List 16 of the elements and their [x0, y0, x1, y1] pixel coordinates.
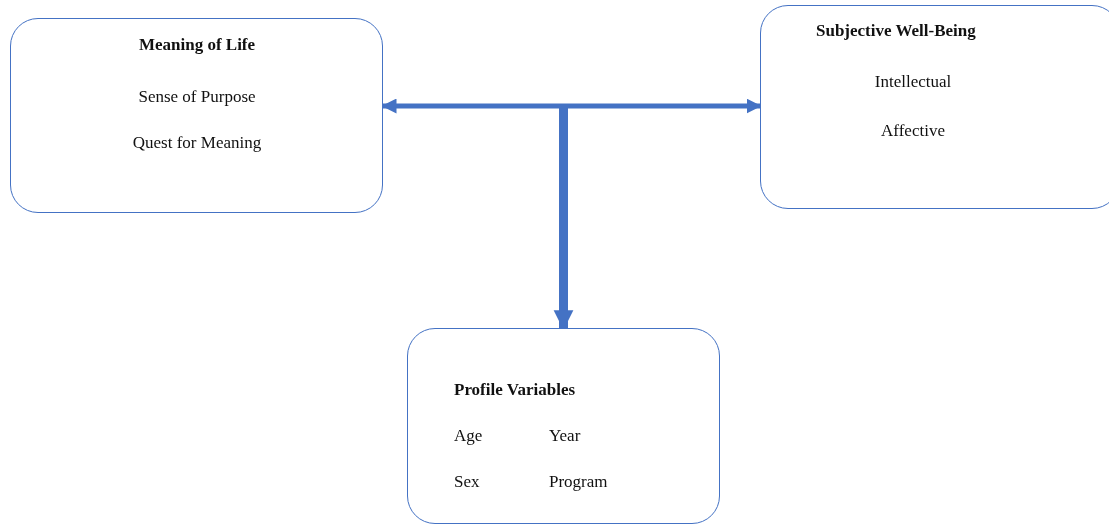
box-item: Quest for Meaning	[132, 133, 262, 154]
rounded-box	[10, 18, 383, 213]
box-item: Intellectual	[874, 72, 952, 93]
box-item: Age	[454, 426, 483, 447]
box-heading: Subjective Well-Being	[816, 21, 976, 42]
box-item: Year	[549, 426, 581, 447]
box-item: Sex	[454, 472, 480, 493]
rounded-box	[407, 328, 720, 524]
box-item: Program	[549, 472, 608, 493]
arrow	[381, 98, 762, 114]
box-item: Affective	[881, 121, 945, 142]
box-item: Sense of Purpose	[138, 87, 256, 108]
box-heading: Meaning of Life	[138, 35, 256, 56]
arrow	[553, 108, 574, 330]
box-heading: Profile Variables	[454, 380, 576, 401]
rounded-box	[760, 5, 1109, 209]
